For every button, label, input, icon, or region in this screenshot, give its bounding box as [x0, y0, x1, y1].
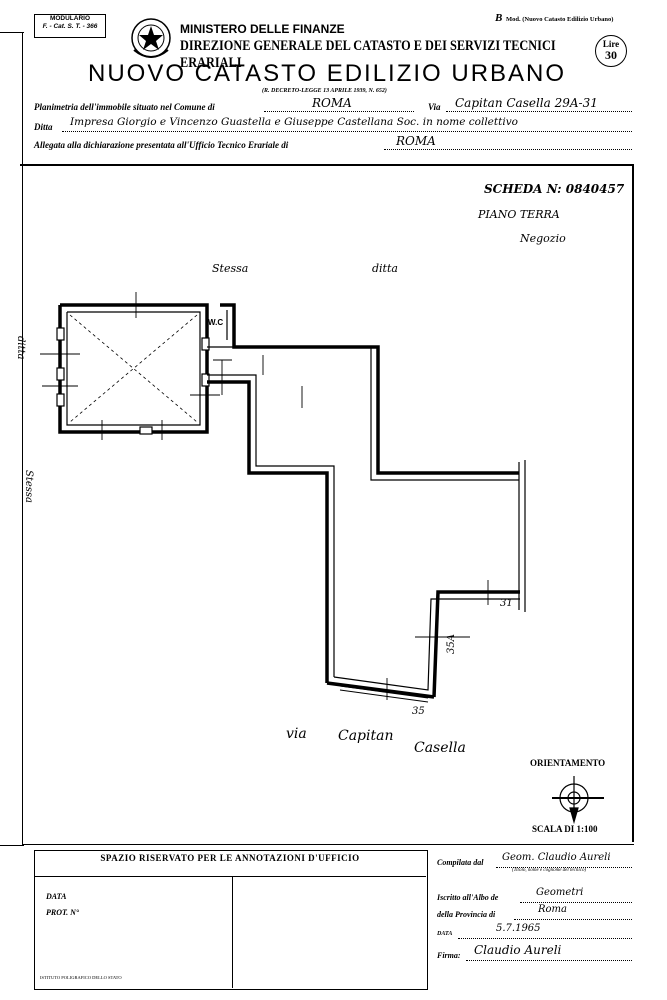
compilation-data-field [458, 937, 632, 939]
label-wc: W.C [208, 318, 224, 327]
via-label: Via [428, 102, 441, 112]
modulario-code: F. - Cat. S. T. - 366 [42, 23, 98, 30]
street-word-capitan: Capitan [338, 728, 394, 744]
comune-value: ROMA [312, 96, 352, 110]
civ-35a: 35A [446, 634, 457, 654]
annotations-data-label: DATA [46, 892, 67, 901]
planimetria-label: Planimetria dell'immobile situato nel Co… [34, 102, 215, 112]
document-title: NUOVO CATASTO EDILIZIO URBANO [88, 60, 567, 87]
firma-field [466, 959, 632, 961]
ditta-label: Ditta [34, 122, 53, 132]
ufficio-value: ROMA [396, 134, 436, 148]
allegata-label: Allegata alla dichiarazione presentata a… [34, 140, 289, 150]
ditta-field [62, 130, 632, 132]
annotations-box [34, 850, 428, 990]
civ-31: 31 [500, 598, 513, 609]
iscritto-field [520, 901, 632, 903]
via-value: Capitan Casella 29A-31 [455, 96, 598, 110]
price-value: 30 [605, 48, 617, 62]
annotations-title: SPAZIO RISERVATO PER LE ANNOTAZIONI D'UF… [100, 853, 360, 863]
mod-letter: B [495, 12, 503, 24]
model-label: B Mod. (Nuovo Catasto Edilizio Urbano) [495, 12, 613, 24]
modulario-box: MODULARIO F. - Cat. S. T. - 366 [34, 14, 106, 38]
compilation-data-value: 5.7.1965 [496, 923, 541, 934]
left-binding-line-2 [0, 845, 24, 847]
annotations-prot-label: PROT. N° [46, 908, 80, 917]
left-binding-line [0, 32, 24, 34]
ditta-value: Impresa Giorgio e Vincenzo Guastella e G… [70, 116, 518, 128]
provincia-value: Roma [538, 904, 567, 915]
direction-name: DIREZIONE GENERALE DEL CATASTO E DEI SER… [180, 38, 556, 71]
provincia-field [514, 918, 632, 920]
compilata-label: Compilata dal [437, 858, 484, 867]
iscritto-value: Geometri [536, 887, 584, 898]
ministry-name: MINISTERO DELLE FINANZE [180, 22, 345, 36]
firma-label: Firma: [437, 951, 461, 960]
scale-label: SCALA DI 1:100 [532, 824, 598, 834]
civ-35: 35 [412, 706, 425, 717]
bottom-divider [22, 844, 634, 845]
label-stessa-top: Stessa [212, 262, 249, 275]
provincia-label: della Provincia di [437, 910, 496, 919]
price-stamp: Lire 30 [595, 35, 627, 67]
piano-label: PIANO TERRA [478, 208, 560, 221]
via-field [446, 110, 632, 112]
label-ditta-top: ditta [372, 262, 398, 275]
ufficio-field [384, 148, 632, 150]
street-word-casella: Casella [414, 740, 466, 756]
left-binding-vline [22, 32, 24, 846]
iscritto-label: Iscritto all'Albo de [437, 893, 499, 902]
decree-reference: (R. DECRETO-LEGGE 13 APRILE 1939, N. 652… [262, 88, 387, 94]
compilation-data-label: DATA [437, 931, 453, 937]
printer-footer: ISTITUTO POLIGRAFICO DELLO STATO [40, 975, 122, 980]
modulario-label: MODULARIO [49, 15, 91, 22]
emblem-icon [131, 18, 171, 58]
mod-text: Mod. (Nuovo Catasto Edilizio Urbano) [505, 16, 614, 23]
street-word-via: via [286, 726, 307, 742]
compilata-field [496, 866, 632, 868]
annotations-vline [232, 876, 233, 988]
use-label: Negozio [520, 232, 566, 245]
comune-field [264, 110, 414, 112]
scheda-number: SCHEDA N: 0840457 [484, 182, 625, 196]
signature: Claudio Aureli [474, 943, 562, 957]
annotations-hline [34, 876, 426, 877]
orientamento-label: ORIENTAMENTO [530, 758, 606, 768]
compilata-value: Geom. Claudio Aureli [502, 852, 611, 863]
price-label: Lire [602, 39, 620, 49]
compilata-note: (Titolo, nome e cognome del tecnico) [512, 868, 587, 873]
drawing-frame [20, 164, 634, 842]
